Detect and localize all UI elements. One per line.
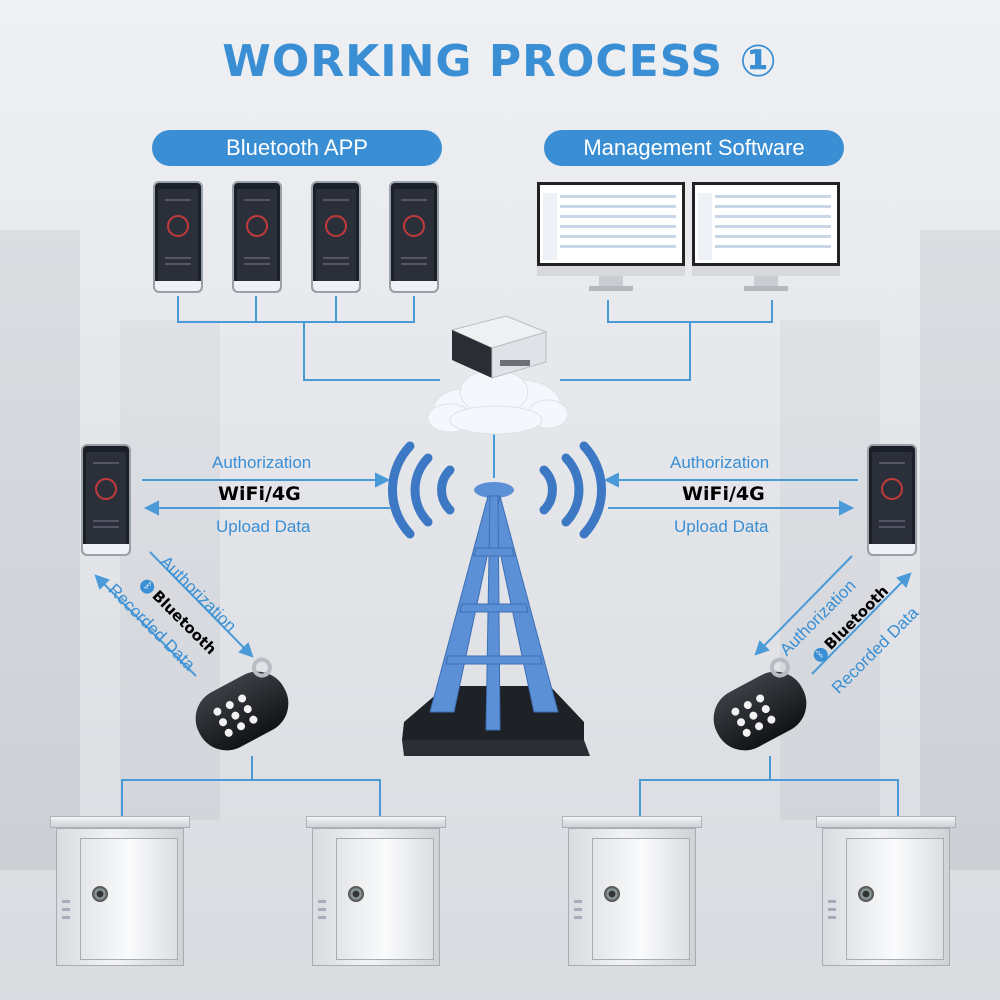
lock-icon <box>95 478 117 500</box>
phone-3 <box>311 181 361 293</box>
phone-1 <box>153 181 203 293</box>
right-keyfob-line <box>639 756 899 816</box>
phone-2 <box>232 181 282 293</box>
right-phone <box>867 444 917 556</box>
background-rack <box>0 230 80 870</box>
left-bt-arrow-up <box>99 579 197 677</box>
left-signal-waves-icon <box>388 441 455 539</box>
monitor-bus-line <box>607 300 773 323</box>
lock-icon <box>246 215 268 237</box>
cabinet-3 <box>562 816 702 966</box>
monitor-to-cloud-line <box>560 322 691 381</box>
left-upload-label: Upload Data <box>216 517 311 536</box>
lock-icon <box>881 478 903 500</box>
right-upload-label: Upload Data <box>674 517 769 536</box>
management-software-pill: Management Software <box>544 130 844 166</box>
gateway-server-icon <box>450 315 548 379</box>
lock-icon <box>403 215 425 237</box>
right-wifi-label: WiFi/4G <box>682 483 765 505</box>
bluetooth-app-pill: Bluetooth APP <box>152 130 442 166</box>
left-authorization-label: Authorization <box>212 453 312 472</box>
lock-icon <box>325 215 347 237</box>
left-wifi-label: WiFi/4G <box>218 483 301 505</box>
tower-icon <box>402 482 590 756</box>
cloud-icon <box>427 369 569 435</box>
monitor-1 <box>537 182 685 292</box>
cabinet-2 <box>306 816 446 966</box>
left-keyfob-line <box>121 756 381 816</box>
left-phone <box>81 444 131 556</box>
cabinet-4 <box>816 816 956 966</box>
left-bt-arrow-down <box>149 551 249 653</box>
phone-to-cloud-line <box>303 322 440 381</box>
monitor-2 <box>692 182 840 292</box>
keyhole-icon <box>858 886 874 902</box>
background-rack <box>920 230 1000 870</box>
keyhole-icon <box>92 886 108 902</box>
right-bt-arrow-down <box>759 555 853 651</box>
right-signal-waves-icon <box>539 441 606 539</box>
right-authorization-label: Authorization <box>670 453 770 472</box>
keyhole-icon <box>348 886 364 902</box>
background-rack <box>780 320 880 820</box>
keyhole-icon <box>604 886 620 902</box>
right-bt-arrow-up <box>811 577 907 675</box>
cabinet-1 <box>50 816 190 966</box>
phone-4 <box>389 181 439 293</box>
page-title: WORKING PROCESS ① <box>222 36 778 87</box>
lock-icon <box>167 215 189 237</box>
phone-bus-line <box>177 296 415 323</box>
